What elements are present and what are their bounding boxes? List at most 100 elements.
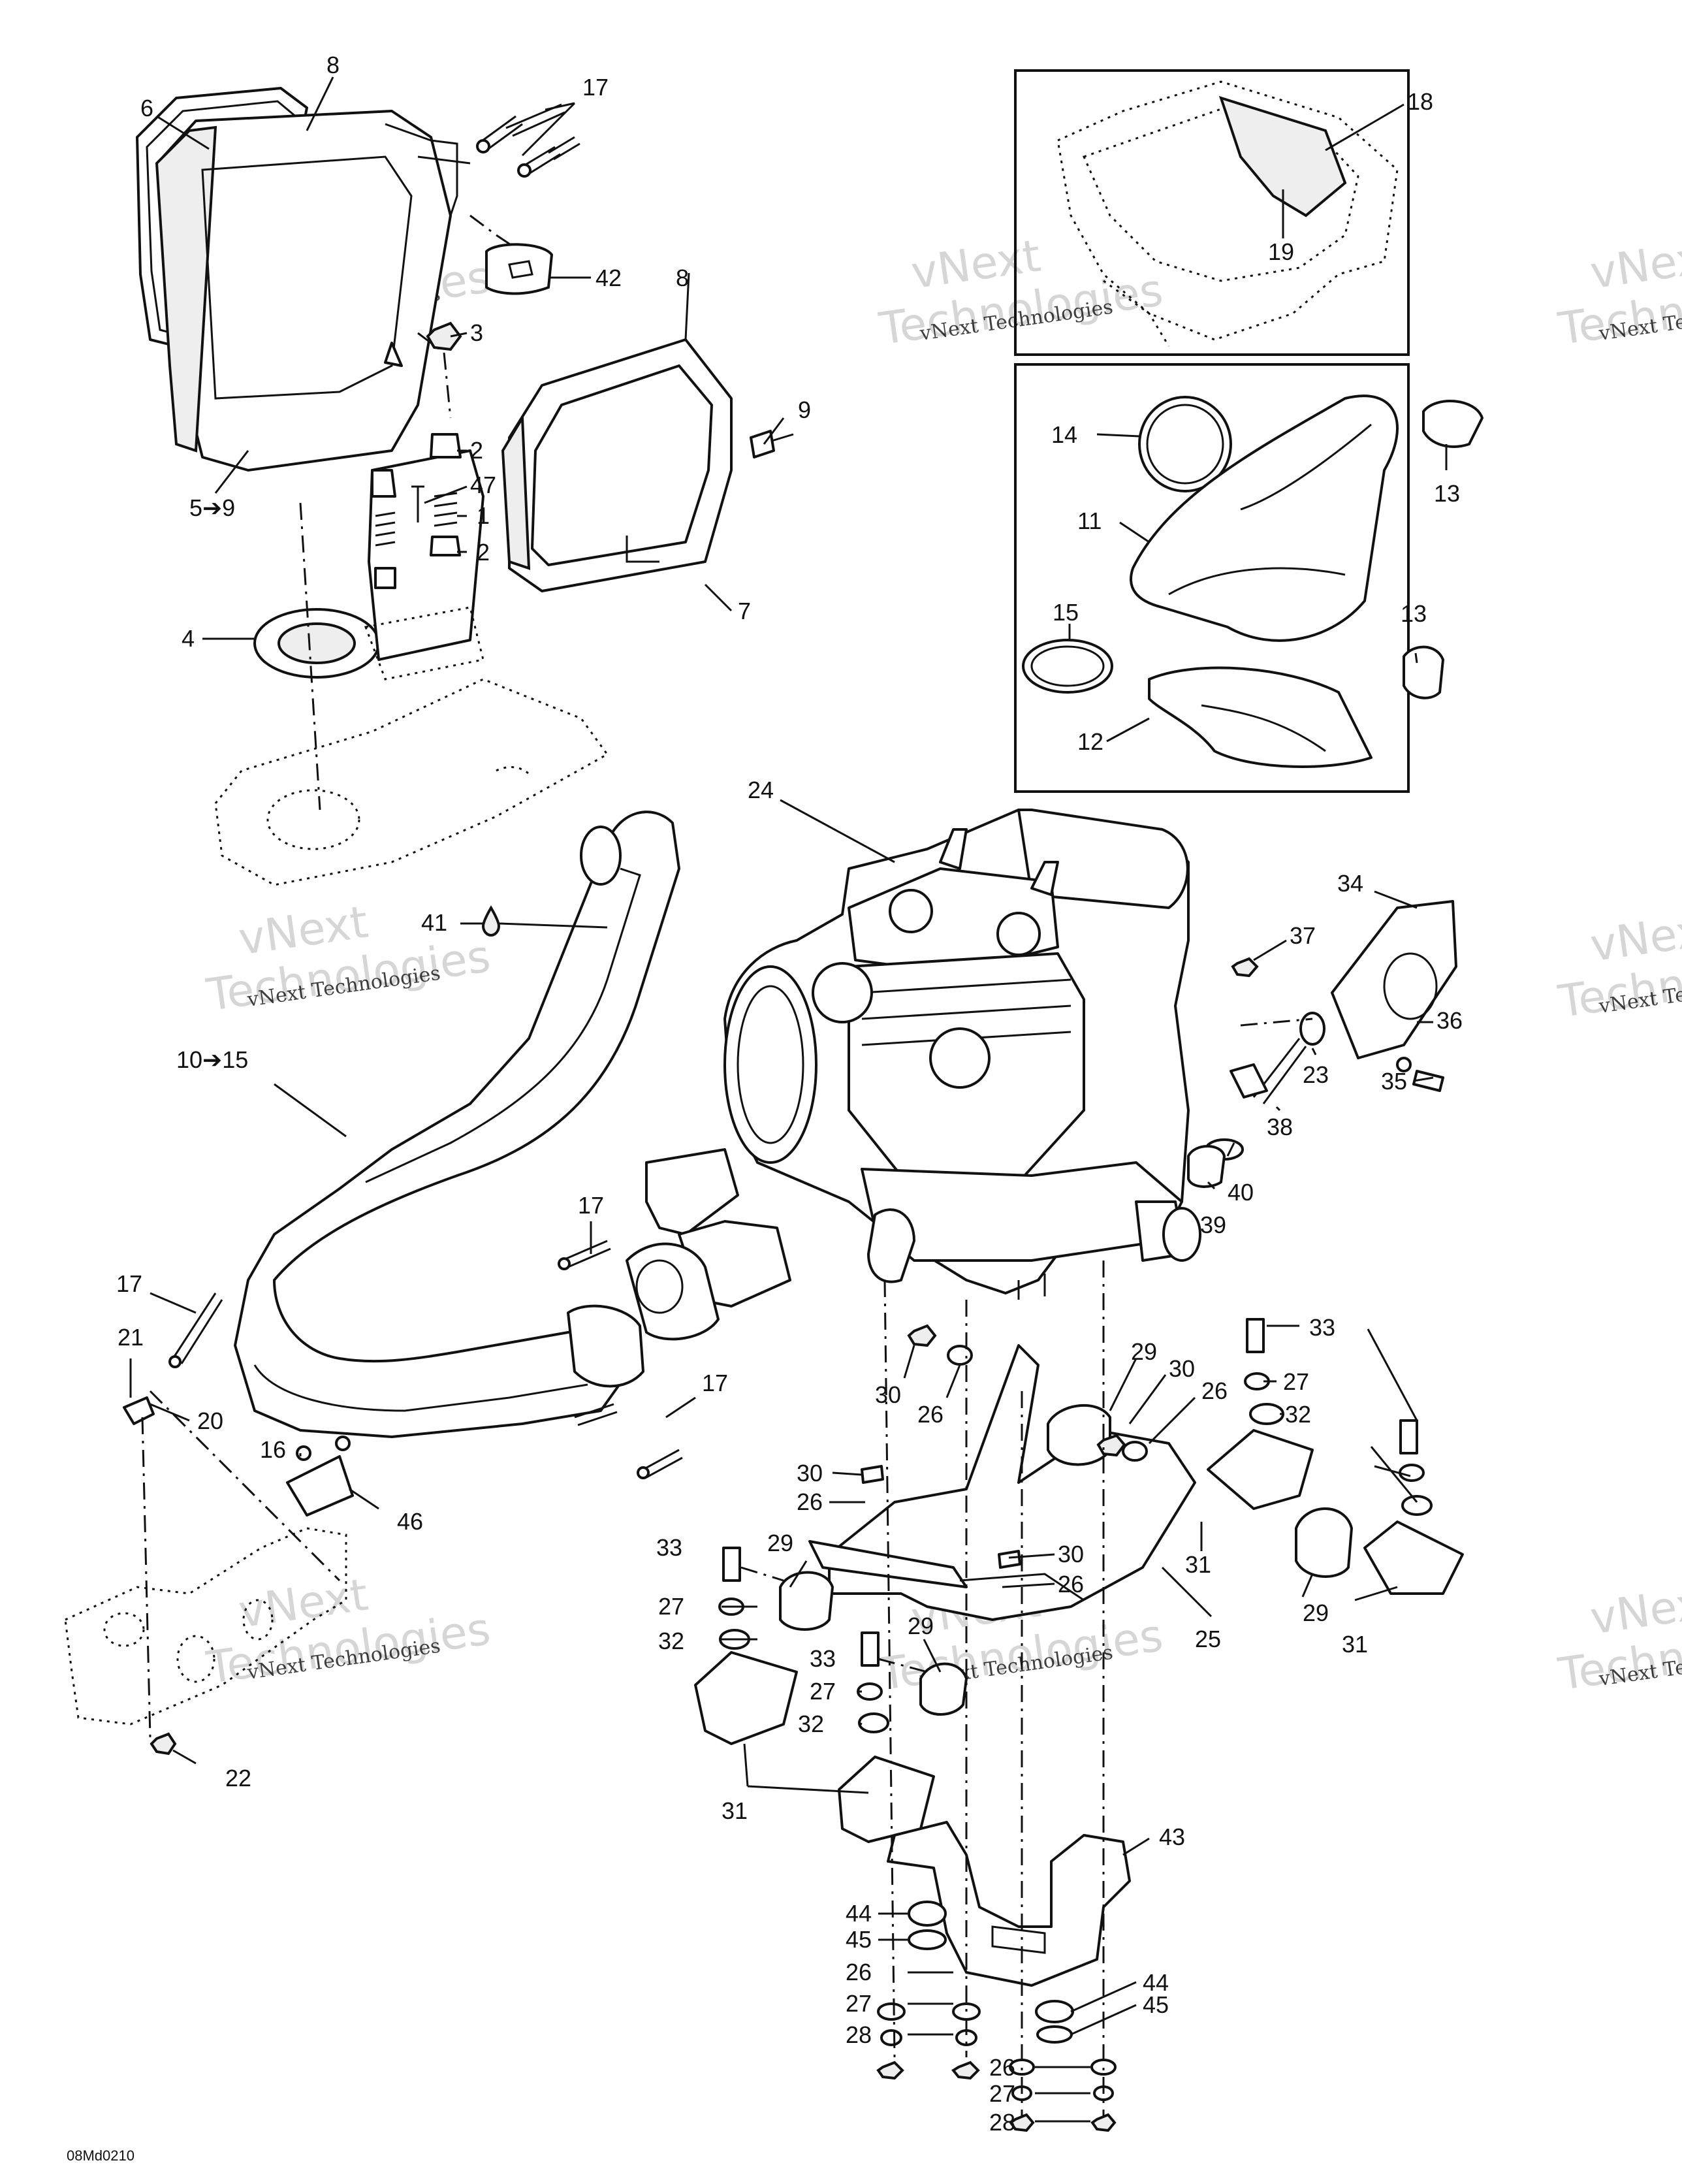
callout-26: 26: [846, 1959, 872, 1985]
callout-26: 26: [1058, 1571, 1084, 1598]
lower-mount-bracket: [876, 1821, 1131, 2132]
callout-39: 39: [1200, 1212, 1226, 1238]
callout-30: 30: [1058, 1541, 1084, 1567]
callout-17: 17: [578, 1192, 604, 1219]
callout-27: 27: [989, 2080, 1015, 2107]
watermark-block: vNext Technologies vNext Technologies: [203, 1569, 494, 1695]
air-silencer-assembly: [136, 87, 553, 472]
engine-support-bracket: [694, 1318, 1464, 1843]
callout-32: 32: [1285, 1401, 1311, 1428]
callout-26: 26: [917, 1401, 944, 1428]
callout-28: 28: [989, 2109, 1015, 2136]
callout-37: 37: [1290, 922, 1316, 949]
callout-18: 18: [1407, 88, 1433, 115]
callout-20: 20: [197, 1407, 223, 1434]
callout-31: 31: [1185, 1551, 1211, 1578]
callout-35: 35: [1381, 1068, 1407, 1095]
callout-26: 26: [1201, 1377, 1228, 1404]
callout-6: 6: [140, 95, 153, 121]
callout-31: 31: [1342, 1631, 1368, 1658]
callout-31: 31: [722, 1797, 748, 1824]
callout-21: 21: [118, 1324, 144, 1351]
callout-33: 33: [656, 1534, 682, 1561]
callout-10-15: 10➔15: [176, 1046, 248, 1073]
callout-16: 16: [260, 1436, 286, 1463]
callout-29: 29: [767, 1530, 793, 1556]
callout-13: 13: [1434, 480, 1460, 507]
callout-44: 44: [1143, 1969, 1169, 1996]
callout-24: 24: [748, 777, 774, 803]
diagram-code: 08Md0210: [67, 2147, 135, 2164]
callout-30: 30: [1169, 1355, 1195, 1382]
parts-layer: [64, 80, 1484, 2132]
callout-29: 29: [1303, 1599, 1329, 1626]
callout-33: 33: [810, 1645, 836, 1672]
leader-lines: [129, 76, 1448, 2123]
callout-46: 46: [397, 1508, 423, 1535]
callout-labels: 6 8 17 42 3 2 47 1 2 5➔9 4 8 9 7 18 19 1…: [116, 52, 1463, 2136]
watermark-block: vNext Technologies vNext Technologies: [1555, 231, 1682, 356]
callout-47: 47: [470, 472, 496, 498]
callout-9: 9: [798, 396, 811, 423]
callout-17: 17: [582, 74, 609, 101]
callout-30: 30: [797, 1460, 823, 1486]
watermark-block: vNext Technologies vNext Technologies: [876, 231, 1166, 356]
engine-side-hardware: [481, 900, 1457, 1188]
exhaust-manifold: [626, 1148, 791, 1341]
callout-25: 25: [1195, 1626, 1221, 1652]
callout-3: 3: [470, 319, 483, 346]
callout-29: 29: [908, 1613, 934, 1639]
callout-27: 27: [658, 1593, 684, 1620]
callout-8: 8: [676, 265, 689, 291]
callout-27: 27: [1283, 1368, 1309, 1395]
callout-2: 2: [477, 539, 490, 566]
callout-11: 11: [1077, 507, 1102, 534]
watermark-block: vNext Technologies vNext Technologies: [1555, 1576, 1682, 1701]
callout-42: 42: [595, 265, 622, 291]
inset-intake-parts: [1022, 394, 1484, 768]
callout-34: 34: [1337, 870, 1363, 897]
callout-40: 40: [1228, 1179, 1254, 1206]
callout-14: 14: [1051, 421, 1077, 448]
springs-and-fasteners: [371, 103, 580, 589]
callout-19: 19: [1268, 238, 1294, 265]
callout-26: 26: [989, 2054, 1015, 2081]
callout-15: 15: [1053, 599, 1079, 626]
callout-38: 38: [1267, 1114, 1293, 1140]
callout-4: 4: [182, 625, 195, 652]
callout-43: 43: [1159, 1823, 1185, 1850]
callout-17: 17: [116, 1270, 142, 1297]
inset-box-top: [1014, 69, 1410, 356]
engine-assembly: [723, 809, 1201, 1300]
callout-32: 32: [658, 1628, 684, 1654]
callout-7: 7: [738, 598, 751, 624]
callout-44: 44: [846, 1900, 872, 1927]
callout-29: 29: [1131, 1338, 1157, 1365]
exhaust-springs: [168, 1240, 683, 1479]
watermark-block: vNext Technologies vNext Technologies: [203, 897, 494, 1022]
callout-8: 8: [326, 52, 340, 78]
callout-12: 12: [1077, 728, 1103, 755]
callout-26: 26: [797, 1488, 823, 1515]
callout-45: 45: [1143, 1991, 1169, 2018]
callout-2: 2: [470, 437, 483, 464]
callout-41: 41: [421, 909, 447, 936]
callout-23: 23: [1303, 1061, 1329, 1088]
pipe-support-bracket: [64, 1390, 354, 1756]
callout-32: 32: [798, 1710, 824, 1737]
watermark-block: vNext Technologies vNext Technologies: [1555, 903, 1682, 1029]
callout-33: 33: [1309, 1314, 1335, 1341]
center-lines: [299, 502, 1313, 2116]
tuned-pipe: [234, 811, 680, 1438]
callout-30: 30: [875, 1381, 901, 1408]
inset-box-intake: [1014, 363, 1410, 793]
callout-5-9: 5➔9: [189, 494, 235, 521]
callout-1: 1: [477, 502, 490, 529]
callout-22: 22: [225, 1765, 251, 1791]
callout-27: 27: [846, 1990, 872, 2017]
inset-console-part: [1056, 80, 1399, 347]
callout-28: 28: [846, 2021, 872, 2048]
silencer-filter-frame: [501, 338, 794, 592]
callout-13: 13: [1401, 600, 1427, 627]
